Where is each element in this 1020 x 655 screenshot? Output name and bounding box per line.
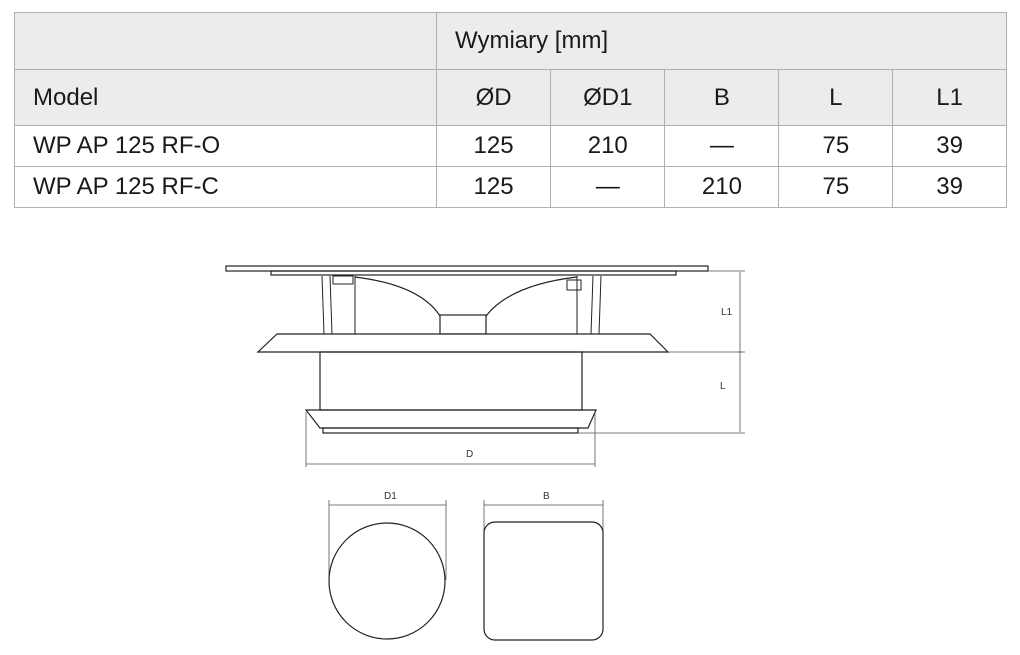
cell: — [550,166,666,208]
label-d: D [466,449,473,460]
inner-plate [270,270,677,276]
cell: 39 [892,125,1007,167]
table-header-row: Model ØD ØD1 B L L1 [13,69,1007,126]
grille-bar [322,427,579,434]
side-view [225,265,709,434]
hub [439,314,487,335]
label-l1: L1 [721,307,733,318]
column-header-l1: L1 [892,69,1007,126]
cell: 75 [778,125,894,167]
column-header-d: ØD [436,69,552,126]
column-header-model: Model [13,69,438,126]
cell: 125 [436,125,552,167]
header-empty-cell [13,12,438,70]
square-grille-view [483,521,604,641]
label-d1: D1 [384,491,397,502]
flange [256,333,670,353]
cell: 75 [778,166,894,208]
column-header-l: L [778,69,894,126]
cell: 210 [550,125,666,167]
dimension-lines [305,270,745,580]
supports [321,275,602,335]
cell-model: WP AP 125 RF-C [13,166,438,208]
table-row: WP AP 125 RF-C 125 — 210 75 39 [13,166,1007,208]
table-row: WP AP 125 RF-O 125 210 — 75 39 [13,125,1007,167]
cell-model: WP AP 125 RF-O [13,125,438,167]
cell: 39 [892,166,1007,208]
top-plate [225,265,709,272]
cell: 210 [664,166,780,208]
round-grille-view [328,522,446,640]
body [319,351,583,411]
cell: 125 [436,166,552,208]
grille-frame [304,409,597,429]
damper-blade [354,276,578,317]
cell: — [664,125,780,167]
label-l: L [720,381,726,392]
label-b: B [543,491,550,502]
dimensions-table: Wymiary [mm] Model ØD ØD1 B L L1 WP AP 1… [13,12,1007,208]
column-header-b: B [664,69,780,126]
column-header-d1: ØD1 [550,69,666,126]
